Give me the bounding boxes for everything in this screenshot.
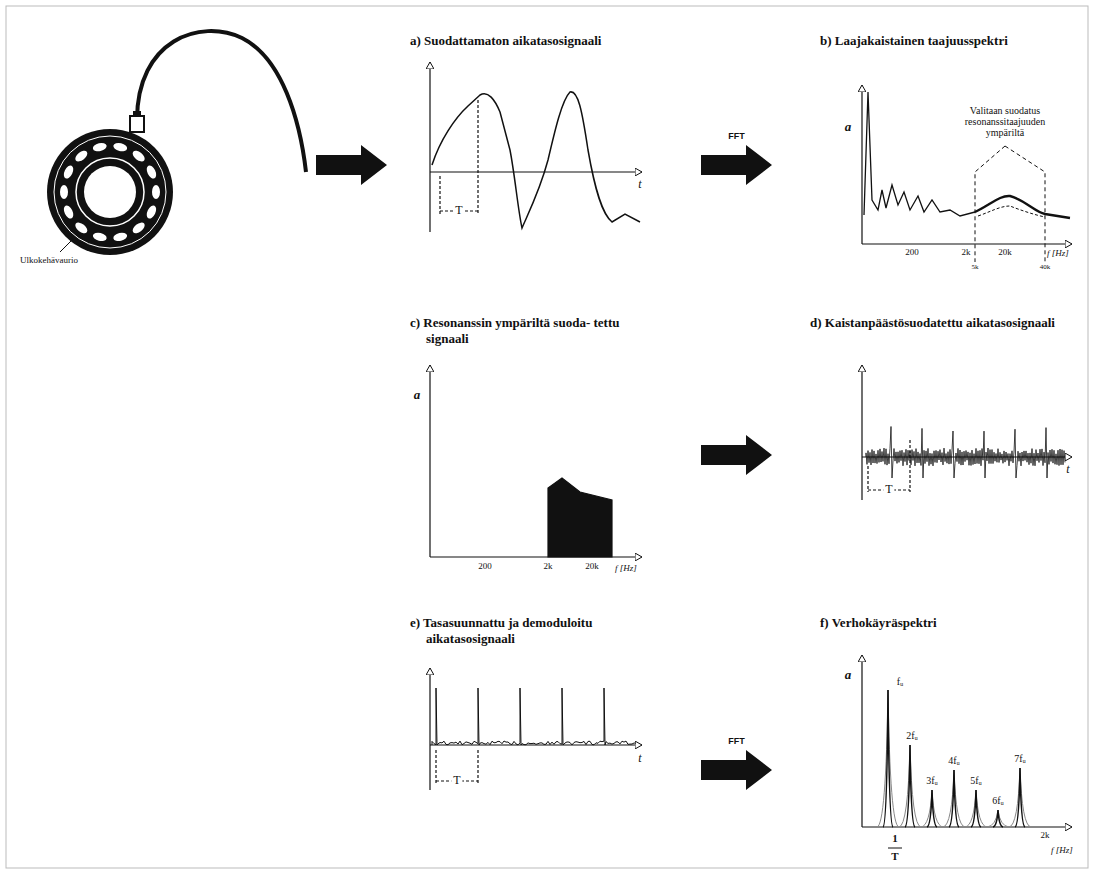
axis-label: 4fᵤ — [948, 755, 960, 766]
axis-label: t — [638, 752, 641, 765]
peak-skirt — [877, 690, 899, 827]
bore — [84, 166, 136, 218]
outer-frame — [6, 6, 1088, 868]
ball — [145, 204, 158, 220]
plot-d — [862, 365, 1072, 500]
spectrum-peak — [949, 770, 959, 827]
annotation-note: Valitaan suodatus resonanssitaajuuden ym… — [949, 105, 1061, 138]
sensor — [130, 116, 144, 132]
spectrum-peak — [883, 690, 893, 827]
plot-f — [862, 655, 1072, 848]
axis-label: 7fᵤ — [1014, 753, 1026, 764]
peak-skirt — [921, 790, 943, 827]
axis-label: 1 — [892, 832, 898, 844]
axis-label: 2k — [544, 562, 553, 572]
axis-label: a — [845, 120, 852, 134]
axis-label: T — [883, 483, 894, 496]
bearing-node: Ulkokehävaurio — [15, 40, 310, 280]
block-arrow — [701, 145, 772, 185]
signal-panel: c) Resonanssin ympäriltä suoda- tettu si… — [395, 315, 695, 580]
block-arrow — [701, 435, 772, 475]
axis-label: T — [453, 204, 464, 217]
ball — [152, 185, 160, 199]
signal-panel: e) Tasasuunnattu ja demoduloitu aikataso… — [395, 615, 695, 805]
sensor-cable — [137, 31, 306, 172]
ball — [92, 142, 107, 153]
axis-label: a — [845, 668, 852, 682]
arrow-label: FFT — [726, 131, 747, 141]
spectrum-peak — [971, 790, 981, 827]
panel-title: d) Kaistanpäästösuodatettu aikatasosigna… — [810, 315, 1055, 331]
ball — [113, 142, 128, 153]
axis-label: 5fᵤ — [970, 775, 982, 786]
axis-label: t — [638, 178, 641, 191]
ball — [62, 204, 75, 220]
block-arrow — [701, 750, 772, 790]
axis-label: 2k — [962, 248, 971, 258]
signal-panel: d) Kaistanpäästösuodatettu aikatasosigna… — [780, 315, 1080, 545]
plot-c — [430, 365, 642, 557]
spectrum-peak — [905, 745, 915, 827]
axis-label: 2k — [1041, 831, 1050, 841]
axis-label: f [Hz] — [1051, 846, 1073, 856]
axis-label: T — [451, 774, 462, 787]
bearing — [47, 31, 306, 255]
panel-title: a) Suodattamaton aikatasosignaali — [410, 33, 601, 49]
spectrum-peak — [993, 810, 1003, 827]
ball — [92, 231, 107, 242]
panel-title: b) Laajakaistainen taajuusspektri — [820, 33, 1008, 49]
axis-label: 20k — [585, 562, 599, 572]
peak-skirt — [965, 790, 987, 827]
panel-title: e) Tasasuunnattu ja demoduloitu aikataso… — [410, 615, 661, 647]
peak-skirt — [899, 745, 921, 827]
axis-label: f [Hz] — [615, 564, 637, 574]
ball — [131, 220, 147, 235]
inner-ring — [76, 158, 144, 226]
plot-e — [430, 668, 642, 790]
plot-b — [862, 85, 1072, 262]
ball — [73, 149, 89, 164]
axis-label: t — [1066, 463, 1069, 476]
axis-label: 6fᵤ — [992, 795, 1004, 806]
signal-panel: f) Verhokäyräspektri — [780, 615, 1080, 860]
leader-line — [60, 238, 74, 252]
ball — [113, 231, 128, 242]
peak-skirt — [1009, 768, 1031, 827]
ring-edge — [54, 136, 166, 248]
axis-label: 5k — [972, 264, 979, 272]
peak-skirt — [987, 810, 1009, 827]
signal-panel: b) Laajakaistainen taajuusspektri — [780, 25, 1080, 285]
ball — [73, 220, 89, 235]
plot-a — [430, 62, 642, 232]
axis-label: a — [414, 388, 421, 402]
sensor-connector — [133, 111, 141, 117]
axis-label: 200 — [905, 248, 919, 258]
ball — [62, 164, 75, 180]
panel-title: f) Verhokäyräspektri — [820, 615, 941, 631]
ball — [131, 149, 147, 164]
arrow-label: FFT — [726, 736, 747, 746]
peak-skirt — [943, 770, 965, 827]
axis-label: 20k — [998, 248, 1012, 258]
axis-label: 2fᵤ — [906, 730, 918, 741]
rolling-elements — [60, 142, 160, 243]
signal-panel: a) Suodattamaton aikatasosignaali — [395, 25, 695, 270]
spectrum-peak — [927, 790, 937, 827]
callout-label: Ulkokehävaurio — [20, 255, 78, 266]
spectrum-peak — [1015, 768, 1025, 827]
ball — [145, 164, 158, 180]
ball — [60, 185, 68, 199]
panel-title: c) Resonanssin ympäriltä suoda- tettu si… — [410, 315, 661, 347]
axis-label: f [Hz] — [1047, 249, 1069, 259]
axis-label: 200 — [478, 562, 492, 572]
axis-label: 40k — [1040, 264, 1051, 272]
outer-ring — [47, 129, 173, 255]
axis-label: fᵤ — [897, 676, 904, 687]
block-arrow — [316, 145, 387, 185]
axis-label: 3fᵤ — [926, 775, 938, 786]
axis-label: T — [891, 850, 898, 862]
